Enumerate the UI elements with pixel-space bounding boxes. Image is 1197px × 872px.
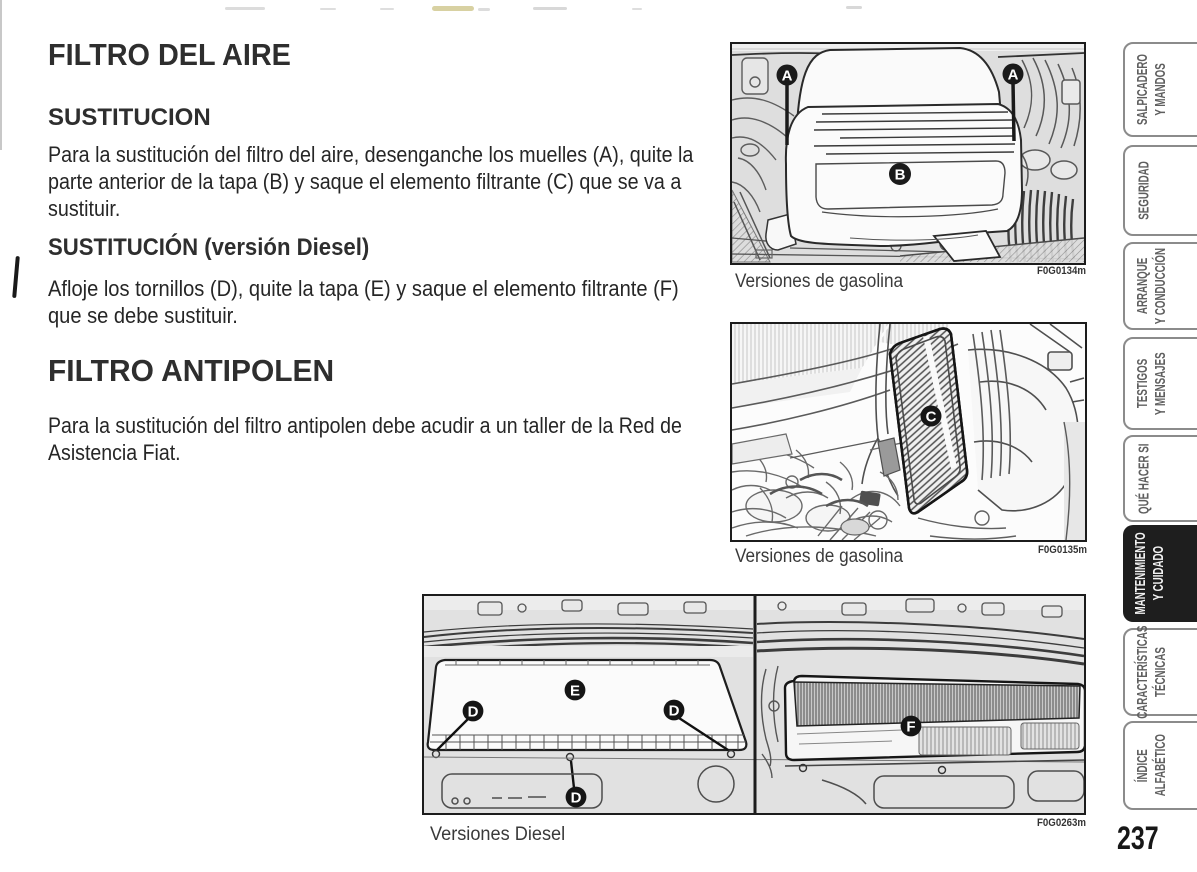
svg-text:D: D xyxy=(468,704,479,721)
svg-text:A: A xyxy=(1008,67,1019,84)
svg-text:C: C xyxy=(926,409,937,426)
svg-text:A: A xyxy=(782,68,793,85)
svg-text:D: D xyxy=(669,703,680,720)
svg-text:B: B xyxy=(895,167,906,184)
svg-text:D: D xyxy=(571,790,582,807)
svg-text:E: E xyxy=(570,683,580,700)
svg-text:F: F xyxy=(906,719,915,736)
